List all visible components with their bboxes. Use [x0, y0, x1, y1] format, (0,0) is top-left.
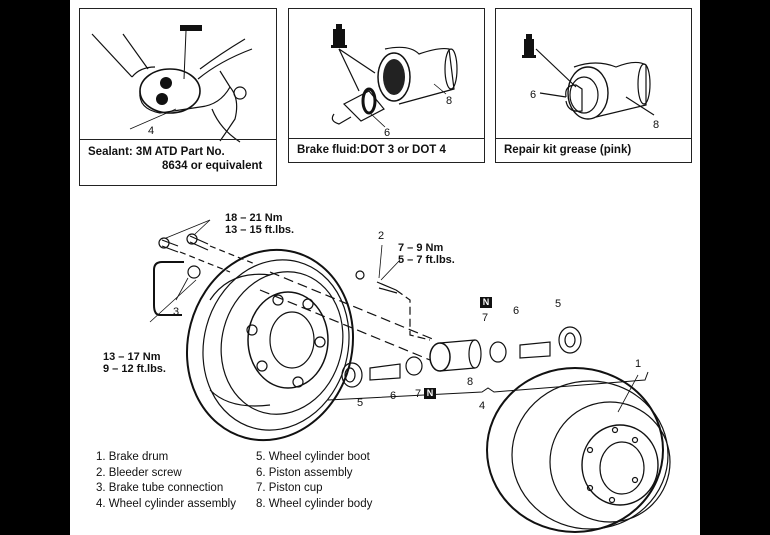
callout-3: 3	[173, 306, 180, 318]
legend-item: 8. Wheel cylinder body	[256, 497, 373, 510]
panel-caption-sealant: Sealant: 3M ATD Part No. 8634 or equival…	[80, 139, 276, 185]
callout-6-left: 6	[390, 390, 397, 402]
panel-brake-fluid: 8 6 Brake fluid:DOT 3 or DOT 4	[288, 8, 485, 163]
callout-7-right: 7	[482, 312, 489, 324]
legend-item: 2. Bleeder screw	[96, 466, 182, 479]
caption-line-2: 8634 or equivalent	[162, 160, 263, 172]
callout-7-left: 7	[415, 388, 422, 400]
new-part-badge-right: N	[480, 297, 492, 308]
brake-tube	[153, 261, 184, 316]
new-part-badge-left: N	[424, 388, 436, 399]
callout-5-right: 5	[555, 298, 562, 310]
brake-drum	[486, 367, 671, 533]
callout-8: 8	[653, 119, 660, 131]
torque-ftlbs: 13 – 15 ft.lbs.	[225, 224, 295, 236]
exploded-view-illustration	[149, 219, 671, 533]
legend-item: 6. Piston assembly	[256, 466, 353, 479]
piston-assembly-left	[369, 363, 401, 381]
legend-item: 4. Wheel cylinder assembly	[96, 497, 236, 510]
callout-6-right: 6	[513, 305, 520, 317]
caption-line-1: Sealant: 3M ATD Part No.	[88, 146, 225, 158]
callout-1: 1	[635, 358, 642, 370]
caption-line-1: Repair kit grease (pink)	[504, 144, 632, 156]
fluid-bottle-icon	[331, 24, 347, 48]
bleeder-screw	[376, 281, 398, 294]
boot-left	[341, 362, 363, 388]
panel-sealant: 4 Sealant: 3M ATD Part No. 8634 or equiv…	[79, 8, 277, 186]
backing-plate	[185, 248, 355, 442]
wheel-cylinder-grease-illustration	[522, 34, 655, 120]
legend-column-right: 5. Wheel cylinder boot 6. Piston assembl…	[256, 450, 372, 512]
legend-item: 1. Brake drum	[96, 451, 169, 463]
wheel-cylinder-body	[429, 339, 482, 372]
callout-8: 8	[467, 376, 474, 388]
torque-nm: 18 – 21 Nm	[225, 212, 283, 224]
piston-assembly-right	[519, 341, 551, 359]
panel-caption-brake-fluid: Brake fluid:DOT 3 or DOT 4	[289, 138, 484, 162]
torque-spec-backing-bolts: 18 – 21 Nm 13 – 15 ft.lbs.	[225, 212, 294, 236]
piston-cup-right	[489, 341, 507, 363]
assembly-bracket	[327, 371, 649, 401]
callout-5-left: 5	[357, 397, 364, 409]
grease-tube-icon	[522, 34, 536, 58]
sealant-tube-icon	[180, 25, 202, 31]
torque-nm: 13 – 17 Nm	[103, 351, 161, 363]
legend-item: 3. Brake tube connection	[96, 482, 224, 494]
torque-ftlbs: 5 – 7 ft.lbs.	[398, 254, 455, 266]
panel-grease: 6 8 Repair kit grease (pink)	[495, 8, 692, 163]
piston-cup-left	[405, 356, 423, 376]
torque-nm: 7 – 9 Nm	[398, 242, 444, 254]
callout-6: 6	[384, 127, 391, 139]
torque-ftlbs: 9 – 12 ft.lbs.	[103, 363, 166, 375]
legend-item: 7. Piston cup	[256, 482, 323, 494]
caption-line-1: Brake fluid:DOT 3 or DOT 4	[297, 144, 446, 156]
callout-2: 2	[378, 230, 385, 242]
panel-caption-grease: Repair kit grease (pink)	[496, 138, 691, 162]
callout-4: 4	[148, 125, 155, 137]
callout-6: 6	[530, 89, 537, 101]
diagram-sheet: 4 Sealant: 3M ATD Part No. 8634 or equiv…	[70, 0, 700, 535]
callout-4: 4	[479, 400, 486, 412]
callout-8: 8	[446, 95, 453, 107]
legend-column-left: 1. Brake drum 2. Bleeder screw 3. Brake …	[96, 450, 236, 512]
torque-spec-bleeder-screw: 7 – 9 Nm 5 – 7 ft.lbs.	[398, 242, 455, 266]
legend-item: 5. Wheel cylinder boot	[256, 451, 370, 463]
boot-right	[558, 326, 582, 354]
piston-body-fluid-illustration	[331, 24, 458, 128]
torque-spec-brake-tube: 13 – 17 Nm 9 – 12 ft.lbs.	[103, 351, 166, 375]
backing-bolts	[158, 233, 209, 279]
